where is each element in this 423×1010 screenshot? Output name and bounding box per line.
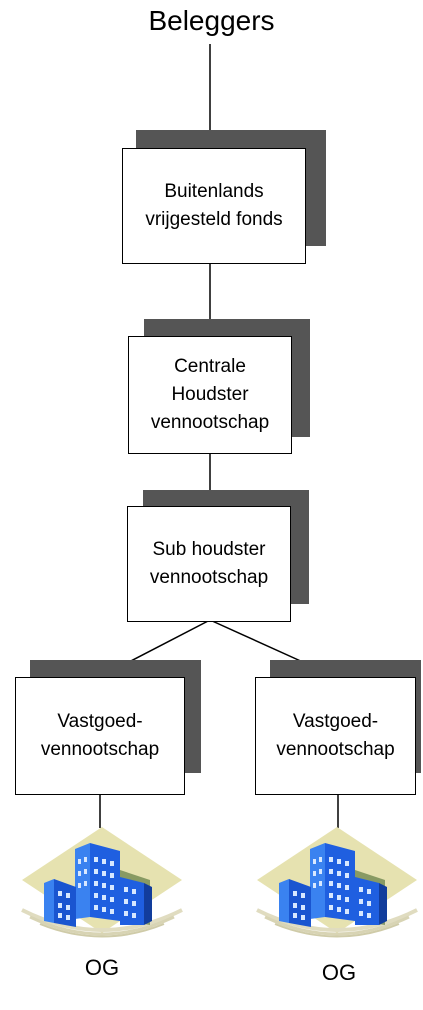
fund-box: Buitenlands vrijgesteld fonds xyxy=(122,148,306,264)
sub-holding-box: Sub houdster vennootschap xyxy=(127,506,291,622)
property-left-box: Vastgoed-vennootschap xyxy=(15,677,185,795)
fund-label: Buitenlands vrijgesteld fonds xyxy=(145,181,283,230)
property-right-box: Vastgoed-vennootschap xyxy=(255,677,416,795)
og-label-right: OG xyxy=(321,960,357,985)
central-holding-label: Centrale Houdster vennootschap xyxy=(150,356,270,433)
building-icon xyxy=(256,827,418,938)
building-icon xyxy=(21,827,183,938)
property-right-label: Vastgoed-vennootschap xyxy=(276,711,395,760)
og-label-left: OG xyxy=(84,955,120,980)
investors-label: Beleggers xyxy=(148,5,275,36)
property-left-label: Vastgoed-vennootschap xyxy=(40,711,160,760)
central-holding-box: Centrale Houdster vennootschap xyxy=(128,336,292,454)
sub-holding-label: Sub houdster vennootschap xyxy=(149,539,269,588)
